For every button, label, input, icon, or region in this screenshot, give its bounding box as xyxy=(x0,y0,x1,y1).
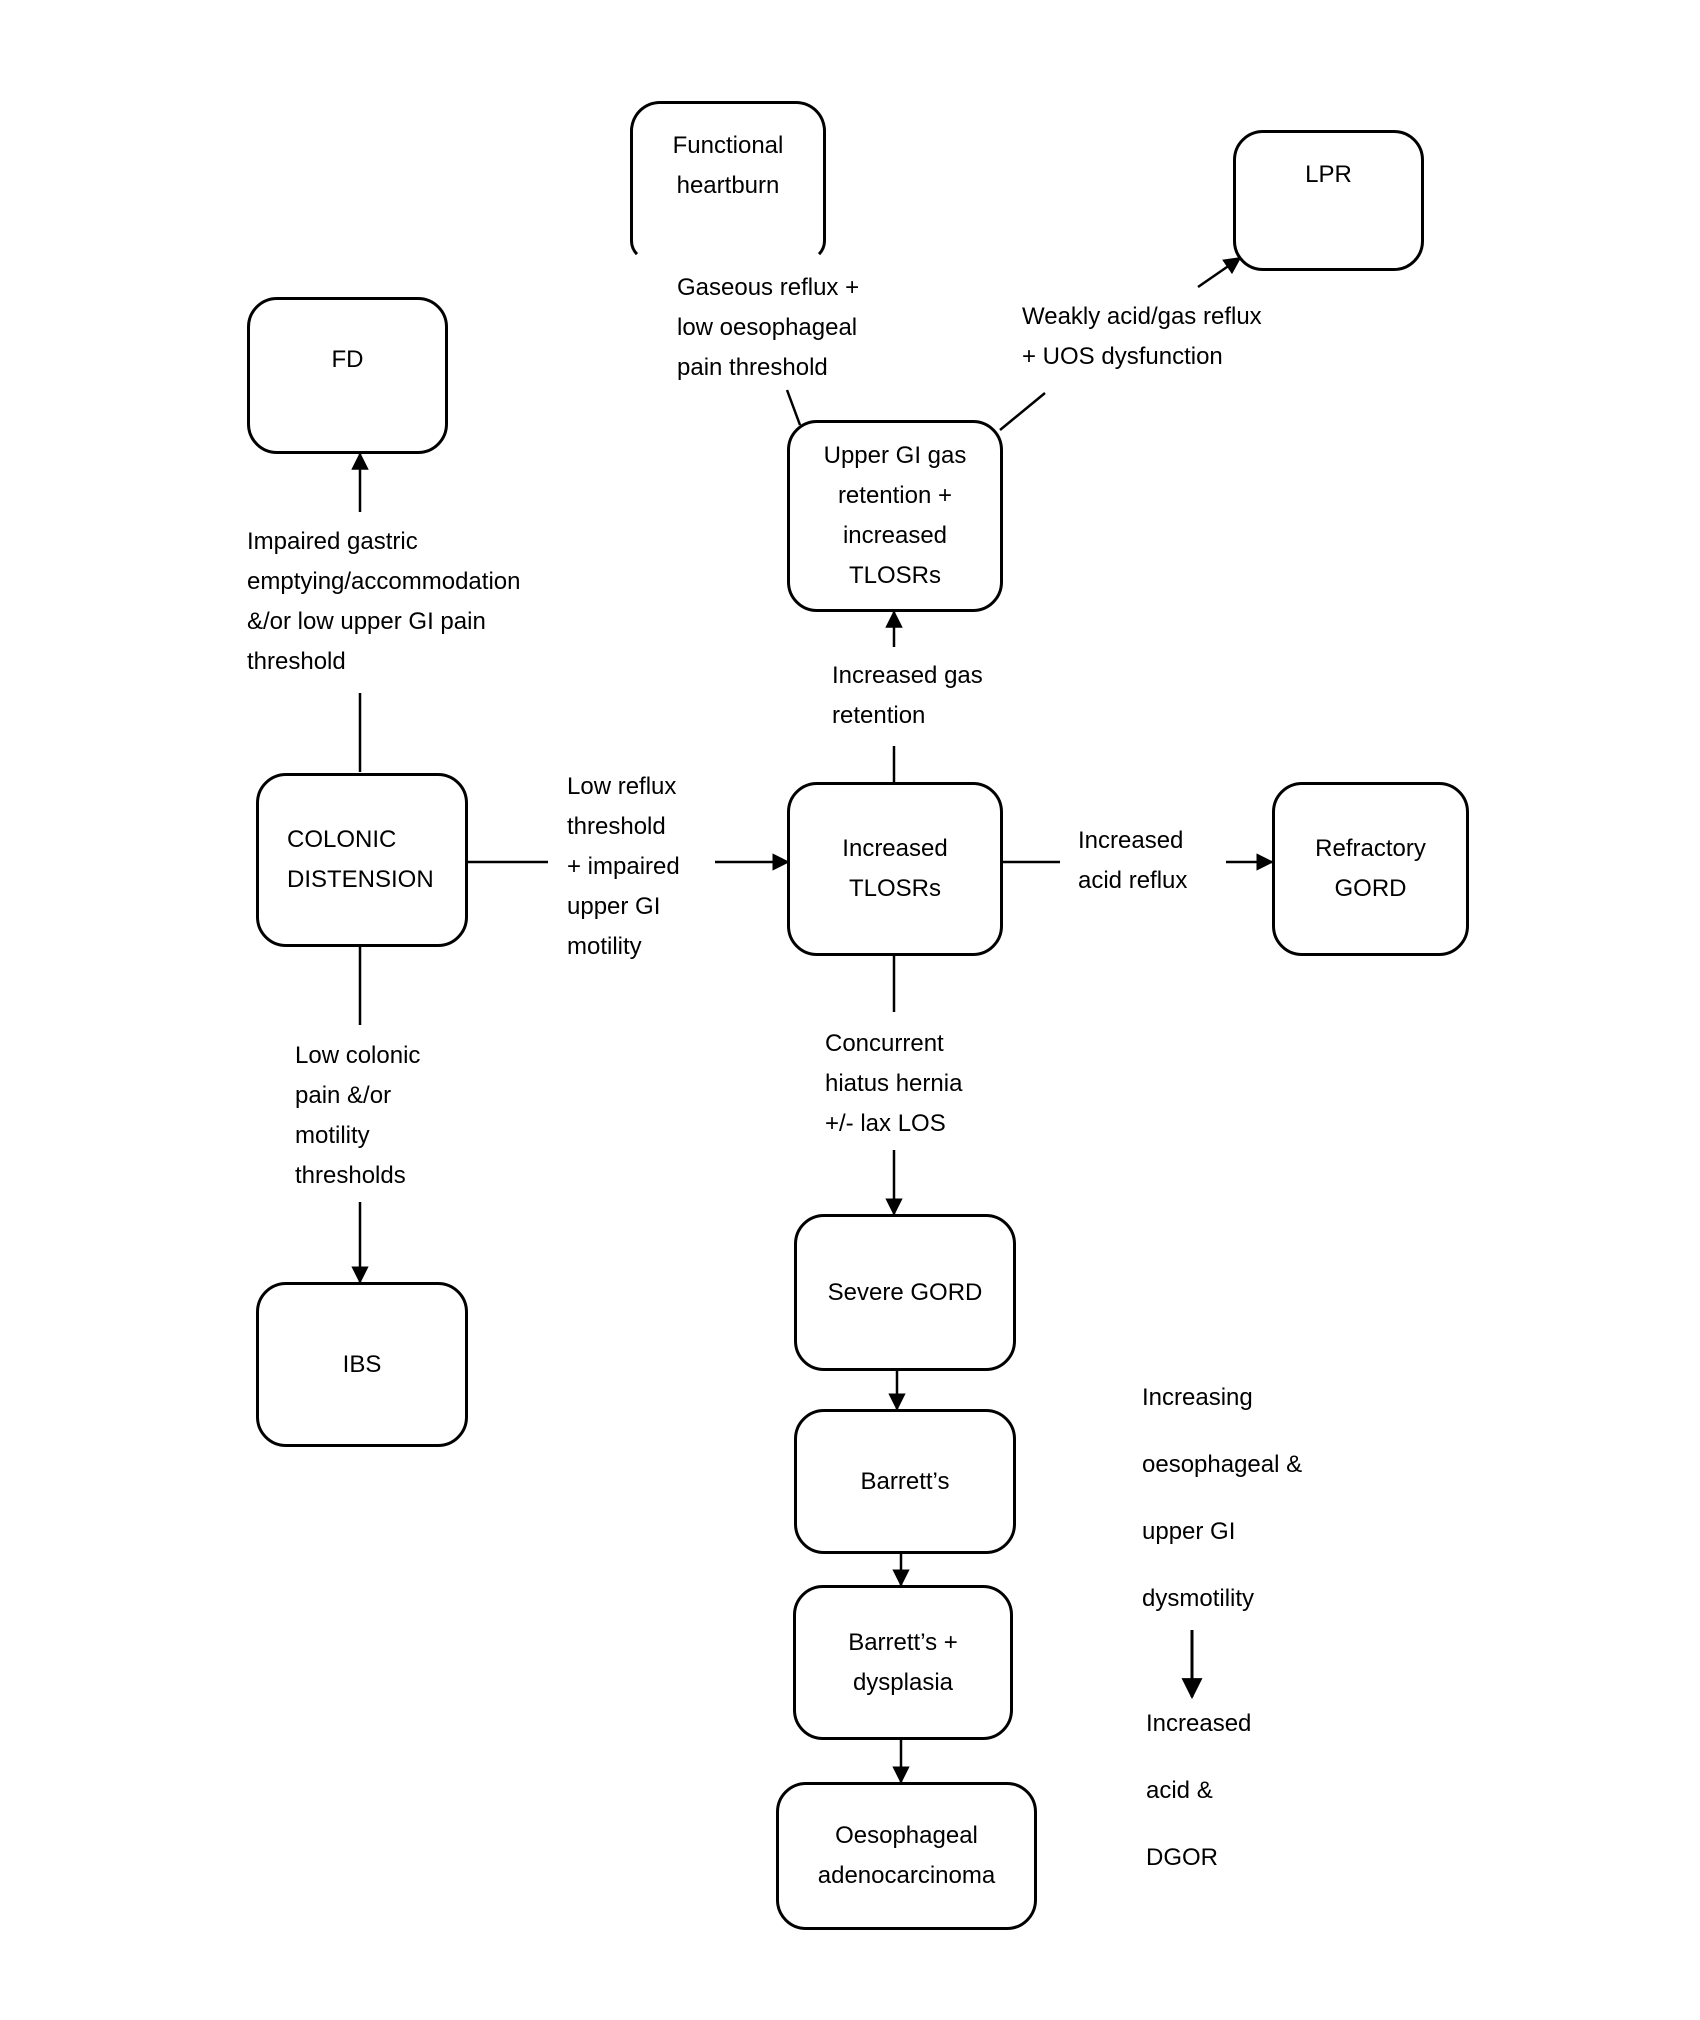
side-note-increased-acid-dgor: Increased acid & DGOR xyxy=(1146,1710,1252,1871)
node-barretts: Barrett’s xyxy=(794,1409,1016,1554)
node-oesophageal-adenocarcinoma: Oesophageal adenocarcinoma xyxy=(776,1782,1037,1930)
label-impaired-gastric: Impaired gastric emptying/accommodation … xyxy=(247,528,521,675)
side-note-increasing-dysmotility: Increasing oesophageal & upper GI dysmot… xyxy=(1142,1384,1303,1612)
label-gaseous-reflux: Gaseous reflux + low oesophageal pain th… xyxy=(677,274,860,381)
label-low-reflux-threshold: Low reflux threshold + impaired upper GI… xyxy=(567,773,680,960)
node-colonic-distension: COLONIC DISTENSION xyxy=(256,773,468,947)
node-ibs: IBS xyxy=(256,1282,468,1447)
label-increased-acid-reflux: Increased acid reflux xyxy=(1078,827,1188,894)
arrow-to-lpr xyxy=(1197,256,1242,289)
node-increased-tlosrs: Increased TLOSRs xyxy=(787,782,1003,956)
node-barretts-dysplasia: Barrett’s + dysplasia xyxy=(793,1585,1013,1740)
edge-to-lpr xyxy=(999,392,1046,431)
node-refractory-gord: Refractory GORD xyxy=(1272,782,1469,956)
label-concurrent-hiatus-hernia: Concurrent hiatus hernia +/- lax LOS xyxy=(825,1030,963,1137)
node-functional-heartburn: Functional heartburn xyxy=(630,101,826,261)
node-severe-gord: Severe GORD xyxy=(794,1214,1016,1371)
label-weakly-acid-gas-reflux: Weakly acid/gas reflux + UOS dysfunction xyxy=(1022,303,1262,370)
node-lpr: LPR xyxy=(1233,130,1424,271)
label-low-colonic-pain: Low colonic pain &/or motility threshold… xyxy=(295,1042,421,1189)
edge-to-functional-heartburn xyxy=(785,389,802,426)
node-upper-gi-gas-retention: Upper GI gas retention + increased TLOSR… xyxy=(787,420,1003,612)
node-fd: FD xyxy=(247,297,448,454)
label-increased-gas-retention: Increased gas retention xyxy=(832,662,983,729)
